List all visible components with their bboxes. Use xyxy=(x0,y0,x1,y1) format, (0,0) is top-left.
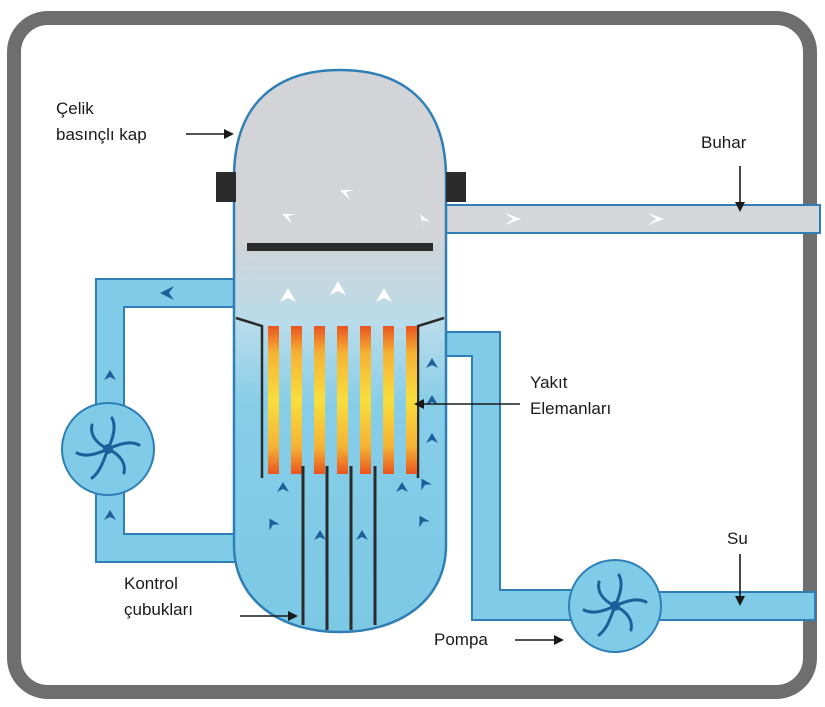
fuel-rod xyxy=(406,326,417,474)
label-control-line1: Kontrol xyxy=(124,574,178,593)
fuel-rod xyxy=(360,326,371,474)
control-rods xyxy=(301,466,377,630)
flange-right xyxy=(446,172,466,202)
fuel-rod xyxy=(383,326,394,474)
circulation-pump xyxy=(61,402,155,496)
label-fuel-line1: Yakıt xyxy=(530,373,568,392)
fuel-rod xyxy=(314,326,325,474)
core-shroud xyxy=(235,316,445,478)
water-flow-arrows xyxy=(104,286,438,540)
steam-pipe xyxy=(443,204,821,234)
feed-pump xyxy=(568,559,662,653)
separator-plate xyxy=(247,243,433,251)
label-vessel-line1: Çelik xyxy=(56,99,94,118)
fuel-rod xyxy=(291,326,302,474)
water-inlet-pipe xyxy=(639,591,816,621)
fuel-rod xyxy=(268,326,279,474)
fuel-rod xyxy=(337,326,348,474)
flange-left xyxy=(216,172,236,202)
label-fuel-line2: Elemanları xyxy=(530,399,611,418)
label-water: Su xyxy=(727,529,748,548)
label-control-line2: çubukları xyxy=(124,600,193,619)
steam-flow-arrows xyxy=(280,190,664,302)
label-pump: Pompa xyxy=(434,630,488,649)
fuel-elements xyxy=(268,326,417,474)
label-steam: Buhar xyxy=(701,133,747,152)
label-vessel-line2: basınçlı kap xyxy=(56,125,147,144)
outer-frame xyxy=(7,11,817,699)
pointer-arrows xyxy=(186,129,745,645)
